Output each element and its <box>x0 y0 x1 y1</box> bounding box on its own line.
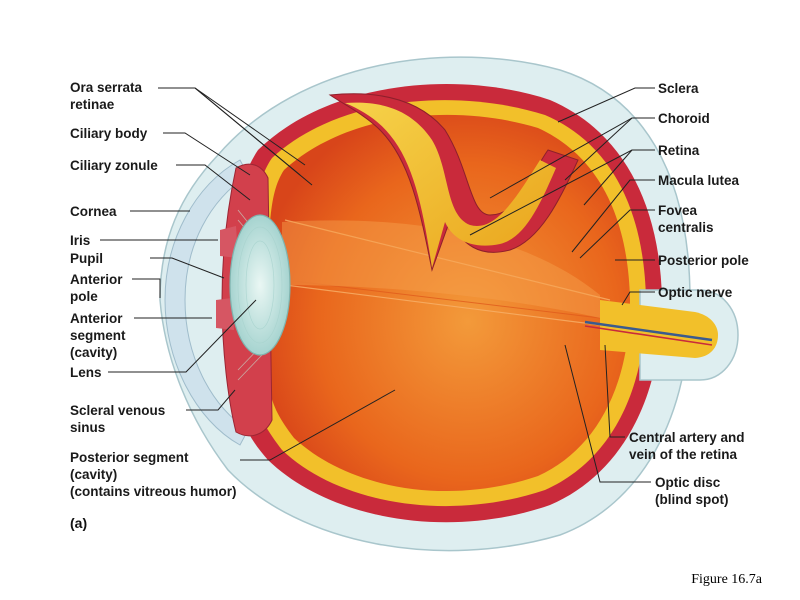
label-sclera: Sclera <box>658 81 699 96</box>
label-choroid: Choroid <box>658 111 710 126</box>
optic-nerve-core <box>600 300 718 358</box>
labels-left: Ora serrata retinae Ciliary body Ciliary… <box>70 80 237 531</box>
label-scleral-venous-sinus-line2: sinus <box>70 420 105 435</box>
label-ora-serrata-line1: Ora serrata <box>70 80 143 95</box>
label-posterior-pole: Posterior pole <box>658 253 749 268</box>
label-ciliary-zonule: Ciliary zonule <box>70 158 158 173</box>
label-anterior-pole: Anterior pole <box>70 272 126 304</box>
label-central-artery-line2: vein of the retina <box>629 447 738 462</box>
eyeball <box>159 56 739 552</box>
label-anterior-pole-line2: pole <box>70 289 98 304</box>
label-pupil: Pupil <box>70 251 103 266</box>
label-optic-nerve: Optic nerve <box>658 285 733 300</box>
label-fovea-centralis-line2: centralis <box>658 220 714 235</box>
label-cornea: Cornea <box>70 204 117 219</box>
lens-shape <box>229 214 291 356</box>
label-posterior-segment-line3: (contains vitreous humor) <box>70 484 237 499</box>
label-ciliary-body: Ciliary body <box>70 126 148 141</box>
label-posterior-segment-line1: Posterior segment <box>70 450 189 465</box>
label-iris: Iris <box>70 233 90 248</box>
label-anterior-segment-line3: (cavity) <box>70 345 117 360</box>
label-central-artery: Central artery and vein of the retina <box>629 430 748 462</box>
label-fovea-centralis: Fovea centralis <box>658 203 714 235</box>
leader-lines <box>100 87 655 483</box>
label-optic-disc-line2: (blind spot) <box>655 492 728 507</box>
label-fovea-centralis-line1: Fovea <box>658 203 698 218</box>
label-ora-serrata-line2: retinae <box>70 97 115 112</box>
label-macula-lutea: Macula lutea <box>658 173 740 188</box>
label-lens: Lens <box>70 365 102 380</box>
figure-caption: Figure 16.7a <box>691 572 762 587</box>
iris-shape-lower <box>216 298 234 330</box>
label-optic-disc-line1: Optic disc <box>655 475 721 490</box>
label-scleral-venous-sinus-line1: Scleral venous <box>70 403 165 418</box>
label-retina: Retina <box>658 143 700 158</box>
label-anterior-pole-line1: Anterior <box>70 272 123 287</box>
central-vessels <box>584 320 713 342</box>
label-posterior-segment: Posterior segment (cavity) (contains vit… <box>70 450 237 499</box>
label-ora-serrata: Ora serrata retinae <box>70 80 146 112</box>
label-optic-disc: Optic disc (blind spot) <box>655 475 728 507</box>
peeled-retina-flap <box>345 102 556 268</box>
label-scleral-venous-sinus: Scleral venous sinus <box>70 403 169 435</box>
labels-right: Sclera Choroid Retina Macula lutea Fovea… <box>629 81 749 507</box>
label-anterior-segment-line1: Anterior <box>70 311 123 326</box>
label-anterior-segment-line2: segment <box>70 328 126 343</box>
label-anterior-segment: Anterior segment (cavity) <box>70 311 129 360</box>
panel-label: (a) <box>70 515 87 531</box>
label-posterior-segment-line2: (cavity) <box>70 467 117 482</box>
cornea-shape <box>164 159 249 446</box>
label-central-artery-line1: Central artery and <box>629 430 745 445</box>
